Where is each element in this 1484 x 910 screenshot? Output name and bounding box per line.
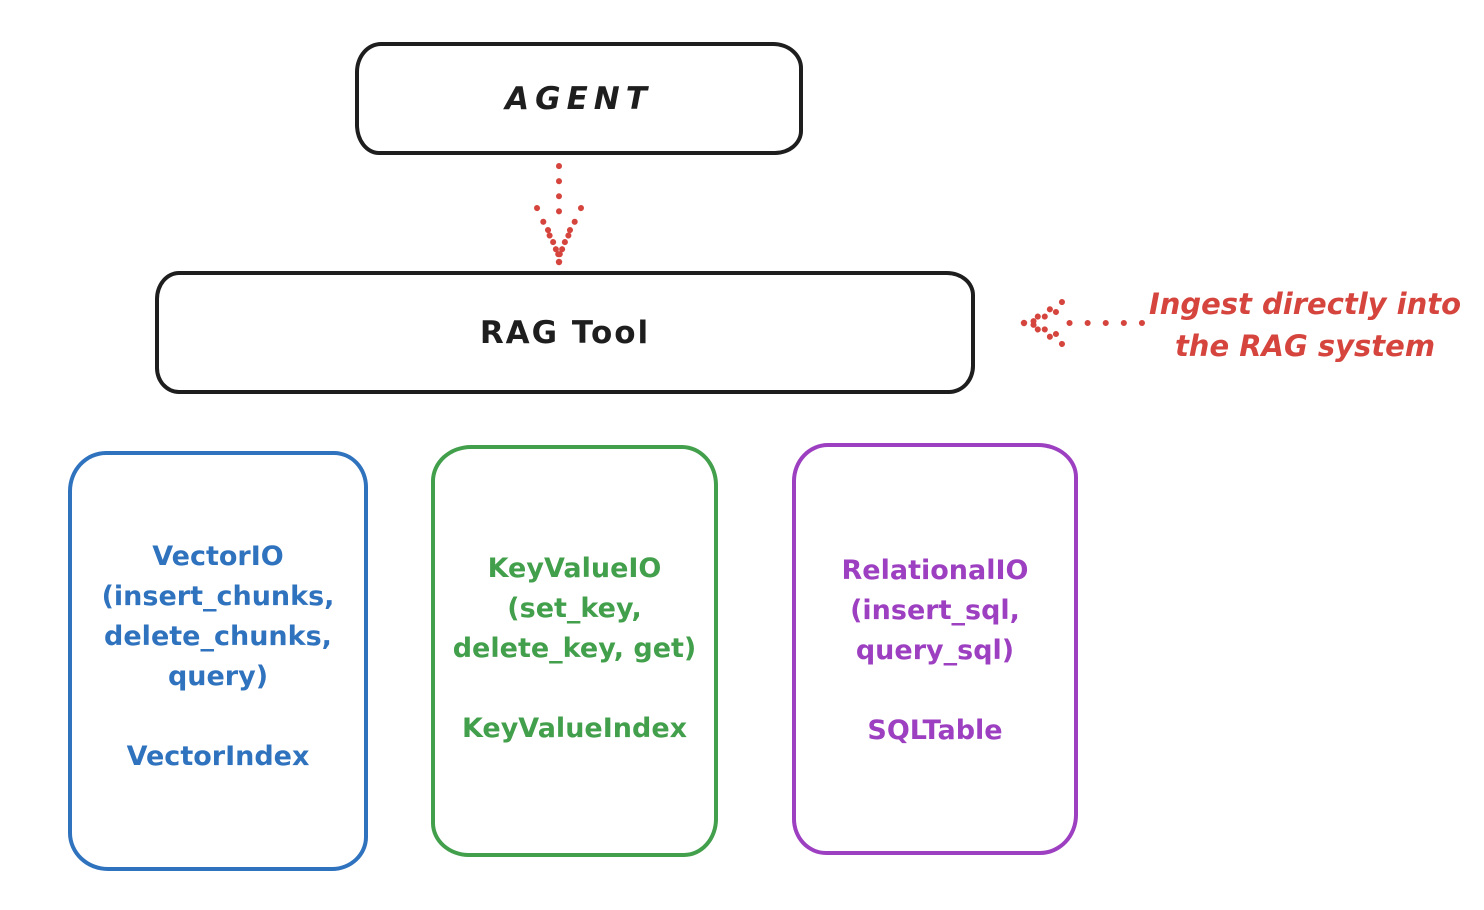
io-box-keyvalue-title: KeyValueIO xyxy=(487,553,662,584)
io-box-vector-method: delete_chunks, xyxy=(104,621,332,652)
io-box-vector-index-label: VectorIndex xyxy=(126,741,310,772)
ingest-annotation-line1: Ingest directly into xyxy=(1148,287,1462,321)
agent-box: AGENT xyxy=(355,42,803,155)
io-box-keyvalue-method: (set_key, xyxy=(507,593,642,624)
io-box-relational-index-label: SQLTable xyxy=(867,715,1003,746)
io-box-vector-title: VectorIO xyxy=(152,541,284,572)
dotted-arrow-left-icon xyxy=(1020,299,1145,347)
io-box-keyvalue-index-label: KeyValueIndex xyxy=(461,713,688,744)
io-box-relational-method: (insert_sql, xyxy=(850,595,1020,626)
io-box-vector: VectorIO (insert_chunks, delete_chunks, … xyxy=(68,451,368,871)
dotted-arrow-down-icon xyxy=(534,163,584,266)
io-box-keyvalue-method: delete_key, get) xyxy=(452,633,697,664)
io-box-vector-method: query) xyxy=(167,661,269,692)
ingest-annotation-line2: the RAG system xyxy=(1174,329,1436,363)
io-box-relational-method: query_sql) xyxy=(855,635,1015,666)
agent-label: AGENT xyxy=(505,80,653,117)
io-box-keyvalue: KeyValueIO (set_key, delete_key, get) Ke… xyxy=(431,445,718,857)
io-box-vector-method: (insert_chunks, xyxy=(101,581,335,612)
io-box-relational: RelationalIO (insert_sql, query_sql) SQL… xyxy=(792,443,1078,855)
io-box-relational-title: RelationalIO xyxy=(841,555,1029,586)
rag-tool-label: RAG Tool xyxy=(479,314,651,351)
rag-tool-box: RAG Tool xyxy=(155,271,975,394)
ingest-annotation: Ingest directly into the RAG system xyxy=(1140,283,1470,367)
